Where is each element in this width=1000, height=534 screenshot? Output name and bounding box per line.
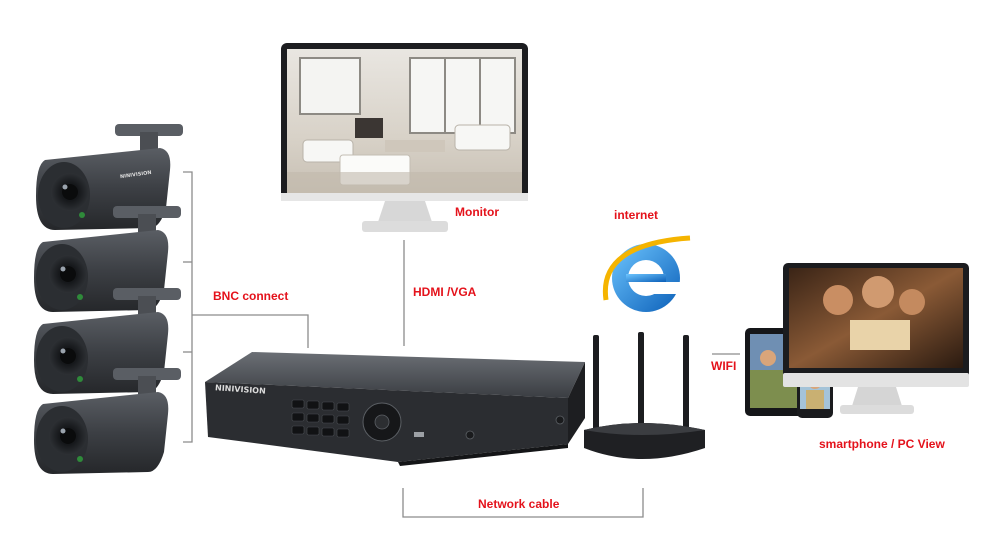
dvr-icon [205, 352, 585, 466]
wifi-label: WIFI [711, 359, 736, 373]
monitor-label: Monitor [455, 205, 499, 219]
internet-explorer-icon [605, 238, 690, 312]
smartphone-pc-view-label: smartphone / PC View [819, 437, 945, 451]
connector-lines [183, 172, 740, 517]
hdmi-vga-label: HDMI /VGA [413, 285, 476, 299]
monitor-icon [281, 43, 528, 232]
internet-label: internet [614, 208, 658, 222]
router-icon [584, 332, 705, 459]
network-cable-label: Network cable [478, 497, 559, 511]
bnc-connect-label: BNC connect [213, 289, 288, 303]
camera-group [34, 124, 183, 474]
